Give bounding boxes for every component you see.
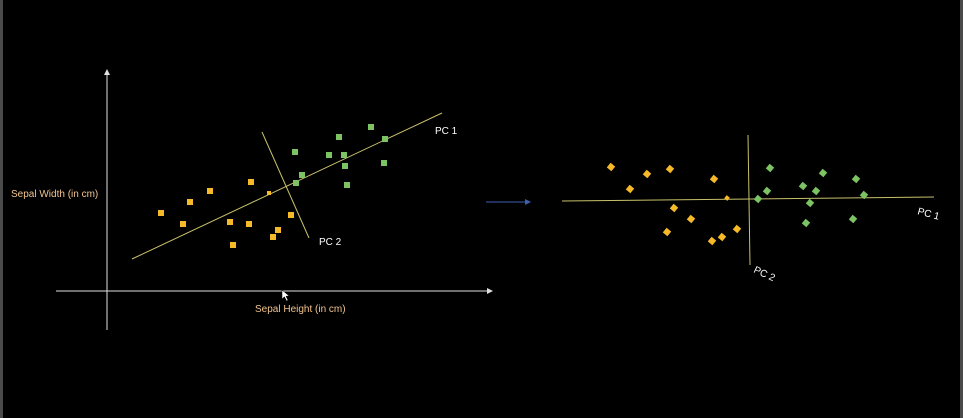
class-b-points (292, 124, 388, 188)
data-point (207, 188, 213, 194)
data-point (248, 179, 254, 185)
data-point (606, 162, 616, 172)
data-point (230, 242, 236, 248)
data-point (180, 221, 186, 227)
data-point (709, 174, 719, 184)
data-point (724, 195, 730, 201)
pc1-axis (561, 196, 935, 202)
pc1-label: PC 1 (435, 126, 458, 137)
data-point (227, 219, 233, 225)
data-point (293, 180, 299, 186)
data-point (158, 210, 164, 216)
data-point (187, 199, 193, 205)
data-point (762, 186, 772, 196)
data-point (381, 160, 387, 166)
data-point (859, 190, 869, 200)
data-point (669, 203, 679, 213)
projected-space-plot: PC 1 PC 2 (561, 134, 941, 285)
pc1-line (131, 112, 443, 260)
data-point (336, 134, 342, 140)
data-point (326, 152, 332, 158)
data-point (275, 227, 281, 233)
data-point (765, 163, 775, 173)
data-point (732, 224, 742, 234)
pca-diagram: Sepal Width (in cm) Sepal Height (in cm)… (11, 69, 941, 330)
data-point (665, 164, 675, 174)
data-point (246, 221, 252, 227)
class-a-points (158, 179, 294, 248)
data-point (299, 172, 305, 178)
data-point (753, 194, 763, 204)
pc2-label-rotated: PC 2 (752, 265, 777, 285)
class-a-projected-points (606, 162, 742, 246)
data-point (292, 149, 298, 155)
data-point (342, 163, 348, 169)
mouse-pointer-icon (281, 289, 290, 302)
y-axis-label: Sepal Width (in cm) (11, 189, 98, 200)
data-point (818, 168, 828, 178)
pc1-label-rotated: PC 1 (916, 206, 941, 222)
data-point (288, 212, 294, 218)
data-point (801, 218, 811, 228)
data-point (798, 181, 808, 191)
x-axis-label: Sepal Height (in cm) (255, 304, 346, 315)
pc2-line (261, 131, 310, 239)
data-point (717, 232, 727, 242)
data-point (851, 174, 861, 184)
original-space-plot: Sepal Width (in cm) Sepal Height (in cm)… (11, 69, 493, 330)
data-point (686, 214, 696, 224)
data-point (707, 236, 717, 246)
data-point (344, 182, 350, 188)
data-point (805, 198, 815, 208)
class-b-projected-points (753, 163, 869, 228)
data-point (270, 234, 276, 240)
data-point (848, 214, 858, 224)
data-point (382, 136, 388, 142)
data-point (625, 184, 635, 194)
pc2-axis (747, 134, 751, 266)
data-point (267, 191, 271, 195)
data-point (811, 186, 821, 196)
data-point (368, 124, 374, 130)
data-point (341, 152, 347, 158)
data-point (662, 227, 672, 237)
data-point (642, 169, 652, 179)
pc2-label: PC 2 (319, 237, 342, 248)
